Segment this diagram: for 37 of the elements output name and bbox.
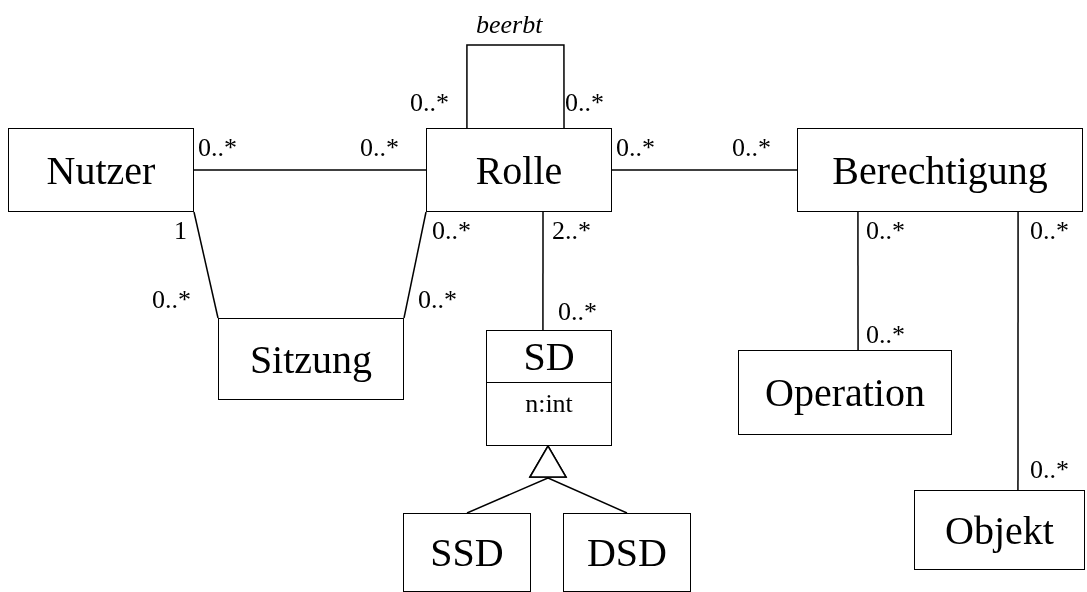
association-line [1017,211,1019,491]
class-box: Objekt [914,490,1085,570]
class-box [486,330,612,446]
multiplicity-label: 0..* [432,216,471,246]
multiplicity-label: 0..* [410,88,449,118]
association-line [542,211,544,331]
class-box: DSD [563,513,691,592]
self-association-line [466,44,565,129]
association-line [193,211,219,319]
class-box: Berechtigung [797,128,1083,212]
association-line [193,169,427,171]
association-line [611,169,798,171]
multiplicity-label: 1 [174,216,187,246]
class-box: Nutzer [8,128,194,212]
generalization-arrow [529,445,628,514]
class-name: SD [487,331,611,383]
class-box: Sitzung [218,318,404,400]
multiplicity-label: 0..* [565,88,604,118]
class-box: SSD [403,513,531,592]
multiplicity-label: 2..* [552,216,591,246]
multiplicity-label: 0..* [152,285,191,315]
multiplicity-label: 0..* [866,216,905,246]
multiplicity-label: 0..* [1030,216,1069,246]
multiplicity-label: 0..* [418,285,457,315]
class-box: Rolle [426,128,612,212]
association-line [403,211,427,319]
multiplicity-label: 0..* [1030,455,1069,485]
attribute-text: n:int [524,388,574,420]
association-line [857,211,859,351]
multiplicity-label: 0..* [558,297,597,327]
edge-label: beerbt [476,10,543,40]
class-box: Operation [738,350,952,435]
multiplicity-label: 0..* [732,133,771,163]
multiplicity-label: 0..* [360,133,399,163]
multiplicity-label: 0..* [616,133,655,163]
multiplicity-label: 0..* [866,320,905,350]
multiplicity-label: 0..* [198,133,237,163]
